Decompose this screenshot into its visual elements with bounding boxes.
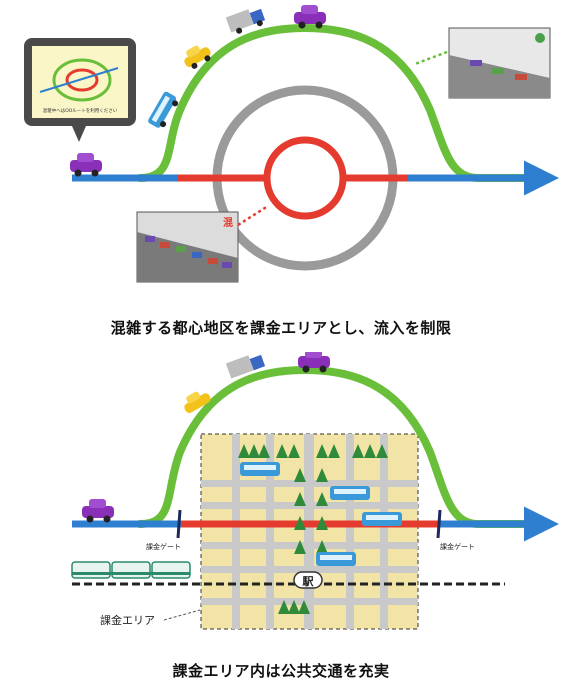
gate-left xyxy=(176,509,182,539)
station-label: 駅 xyxy=(302,575,314,588)
bus-icon xyxy=(330,486,370,500)
caption-top: 混雑する都心地区を課金エリアとし、流入を制限 xyxy=(110,319,452,337)
gate-right xyxy=(436,509,442,539)
bottom-diagram: 課金ゲート 課金ゲート 駅 xyxy=(71,352,559,630)
free-flow-photo xyxy=(448,27,551,99)
truck-icon xyxy=(225,8,266,34)
bus-icon xyxy=(362,512,402,526)
car-icon xyxy=(298,352,330,373)
callout-sign-text: 混雑中へはOOルートを利用ください xyxy=(43,107,118,114)
truck-icon xyxy=(225,354,266,379)
tree-icon xyxy=(238,444,388,614)
car-icon xyxy=(82,499,114,523)
photo-pointer xyxy=(414,50,448,66)
bus-icon xyxy=(240,462,280,476)
area-label-leader xyxy=(163,609,201,621)
station-marker: 駅 xyxy=(293,571,323,589)
congested-core-ring xyxy=(263,136,347,220)
car-icon xyxy=(294,5,326,29)
bypass-route xyxy=(136,23,534,182)
congestion-photo: 混 xyxy=(136,211,239,283)
top-diagram: 混雑中へはOOルートを利用ください xyxy=(24,5,559,283)
car-icon xyxy=(70,153,102,177)
train-icon xyxy=(71,561,191,579)
gate-label-left: 課金ゲート xyxy=(146,542,181,551)
taxi-icon xyxy=(184,391,211,413)
gate-label-right: 課金ゲート xyxy=(440,542,475,551)
street-grid xyxy=(201,434,418,629)
callout-sign: 混雑中へはOOルートを利用ください xyxy=(24,38,136,142)
congestion-sign: 混 xyxy=(223,216,233,229)
bus-icon xyxy=(316,552,356,566)
photo-pointer xyxy=(237,204,269,227)
caption-bottom: 課金エリア内は公共交通を充実 xyxy=(172,662,390,680)
area-label: 課金エリア xyxy=(100,613,155,627)
taxi-icon xyxy=(184,45,211,69)
bus-icon xyxy=(148,91,179,128)
